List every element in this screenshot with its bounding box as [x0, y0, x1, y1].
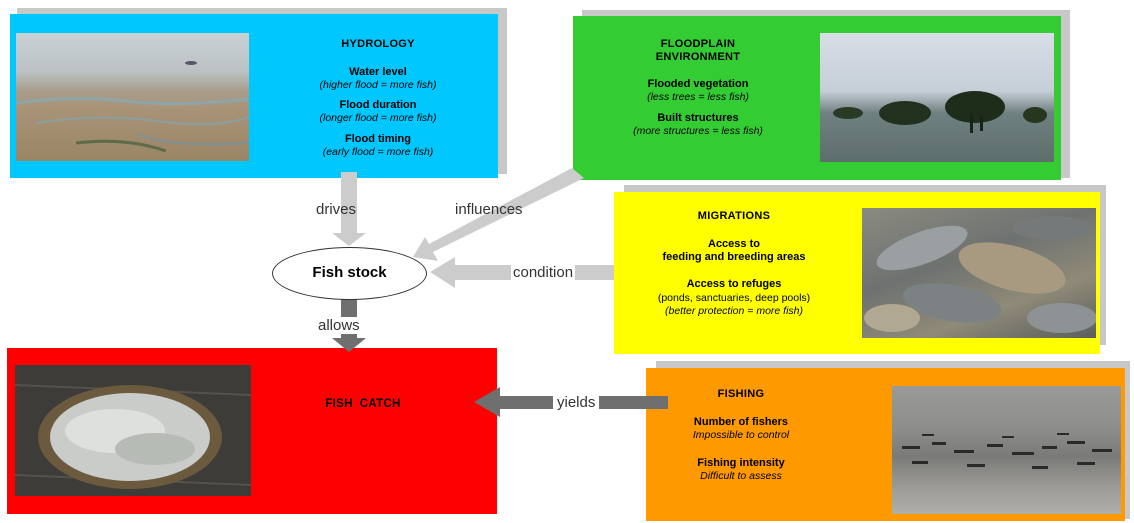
- fish-stock-label: Fish stock: [312, 264, 387, 281]
- hydrology-flood-photo: [16, 33, 249, 161]
- hydrology-title: HYDROLOGY: [341, 38, 415, 50]
- influences-arrow: [413, 168, 584, 261]
- drives-label: drives: [316, 201, 357, 218]
- fishing-item-label: Number of fishers: [693, 416, 789, 428]
- fish-catch-title: FISH CATCH: [325, 398, 401, 410]
- hydrology-item-label: Flood timing: [345, 133, 411, 145]
- migrations-refuges-detail: (ponds, sanctuaries, deep pools): [657, 292, 811, 304]
- fishing-title: FISHING: [717, 388, 765, 400]
- fish-catch-basket-photo: [15, 365, 251, 496]
- fishing-item-note: Difficult to assess: [700, 470, 782, 482]
- hydrology-item-note: (higher flood = more fish): [319, 79, 437, 91]
- migrations-access-feeding-line2: feeding and breeding areas: [662, 251, 806, 263]
- fish-pile-image: [864, 216, 1096, 333]
- migrations-access-feeding-line1: Access to: [708, 238, 760, 250]
- hydrology-box: HYDROLOGY Water level (higher flood = mo…: [10, 14, 498, 178]
- fishing-box: FISHING Number of fishers Impossible to …: [646, 368, 1125, 521]
- fish-stock-node: Fish stock: [272, 247, 427, 300]
- allows-label: allows: [316, 317, 362, 334]
- flooded-trees-image: [833, 91, 1047, 133]
- condition-label: condition: [511, 264, 576, 281]
- floodplain-item-label: Built structures: [657, 112, 739, 124]
- migrations-refuges-note: (better protection = more fish): [664, 305, 804, 317]
- fishing-item-note: Impossible to control: [692, 429, 790, 441]
- floodplain-item-label: Flooded vegetation: [647, 78, 749, 90]
- migrations-fish-photo: [862, 208, 1096, 338]
- fish-basket-image: [15, 384, 251, 489]
- migrations-box: MIGRATIONS Access to feeding and breedin…: [614, 192, 1100, 354]
- floodplain-title-line1: FLOODPLAIN: [660, 38, 736, 50]
- floodplain-trees-photo: [820, 33, 1054, 162]
- migrations-access-refuges: Access to refuges: [686, 278, 782, 290]
- floodplain-item-note: (more structures = less fish): [633, 125, 763, 137]
- hydrology-item-label: Water level: [349, 66, 407, 78]
- flood-channels-image: [16, 61, 249, 153]
- drives-arrow: [332, 172, 366, 246]
- hydrology-item-label: Flood duration: [339, 99, 417, 111]
- influences-label: influences: [455, 201, 523, 218]
- fishing-boats-image: [902, 433, 1112, 469]
- fishing-item-label: Fishing intensity: [697, 457, 785, 469]
- floodplain-title-line2: ENVIRONMENT: [655, 51, 741, 63]
- fish-catch-box: FISH CATCH: [7, 348, 497, 514]
- hydrology-item-note: (longer flood = more fish): [319, 112, 437, 124]
- migrations-title: MIGRATIONS: [697, 210, 771, 222]
- floodplain-box: FLOODPLAIN ENVIRONMENT Flooded vegetatio…: [573, 16, 1061, 180]
- yields-label: yields: [553, 394, 600, 411]
- fishing-boats-photo: [892, 386, 1121, 514]
- floodplain-item-note: (less trees = less fish): [647, 91, 749, 103]
- hydrology-item-note: (early flood = more fish): [322, 146, 434, 158]
